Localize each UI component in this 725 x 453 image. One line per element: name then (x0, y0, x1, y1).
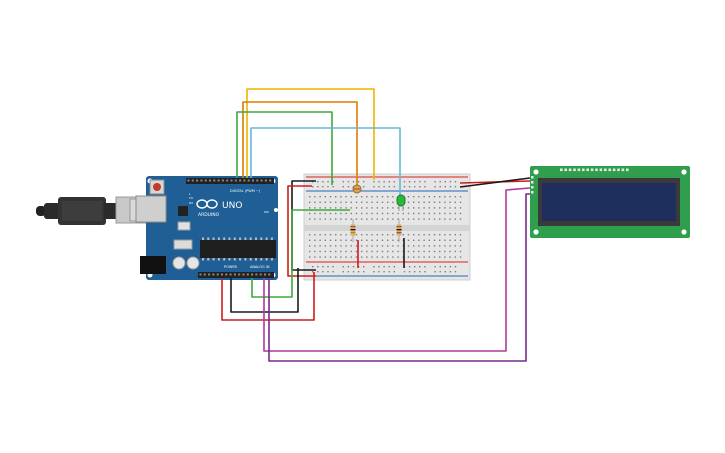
power-label: POWER (224, 265, 238, 269)
wire-cyan (250, 127, 401, 200)
wire-rail-red-left (287, 185, 316, 277)
resistor-1 (350, 219, 356, 242)
photoresistor (352, 184, 362, 194)
breadboard-holes (309, 181, 462, 273)
center-channel (304, 225, 470, 231)
wire-lcd-black (459, 177, 531, 188)
resistor-2 (396, 219, 402, 242)
breadboard (303, 173, 471, 281)
arduino-logo (196, 199, 218, 209)
wire-orange (242, 101, 358, 185)
rx-label: RX (189, 201, 193, 205)
model-label: UNO (222, 201, 242, 211)
lcd-pin-header (560, 168, 629, 172)
reset-button[interactable] (153, 183, 161, 191)
wire-red-bottom (221, 272, 315, 321)
digital-label: DIGITAL (PWM ~) (230, 189, 261, 193)
digital-header (186, 178, 274, 184)
wire-green-top (236, 111, 333, 185)
power-jack (140, 256, 166, 274)
atmega-chip (200, 240, 276, 258)
usb-jack (135, 195, 167, 223)
power-led (274, 208, 278, 212)
wire-purple (268, 193, 530, 362)
wires (221, 88, 531, 362)
l-label: L (189, 192, 191, 196)
on-label: ON (264, 210, 269, 214)
wire-magenta (263, 187, 531, 352)
power-analog-header (198, 272, 274, 278)
arduino-uno-board: UNO ARDUINO DIGITAL (PWM ~) POWER ANALOG… (135, 176, 278, 280)
brand-label: ARDUINO (198, 212, 220, 218)
lcd-16x2 (530, 166, 690, 238)
wire-green-lower (251, 209, 350, 298)
lcd-screen (542, 183, 676, 221)
tx-label: TX (188, 196, 193, 200)
led-green (396, 194, 406, 211)
wire-yellow (246, 88, 375, 180)
analog-label: ANALOG IN (250, 265, 270, 269)
